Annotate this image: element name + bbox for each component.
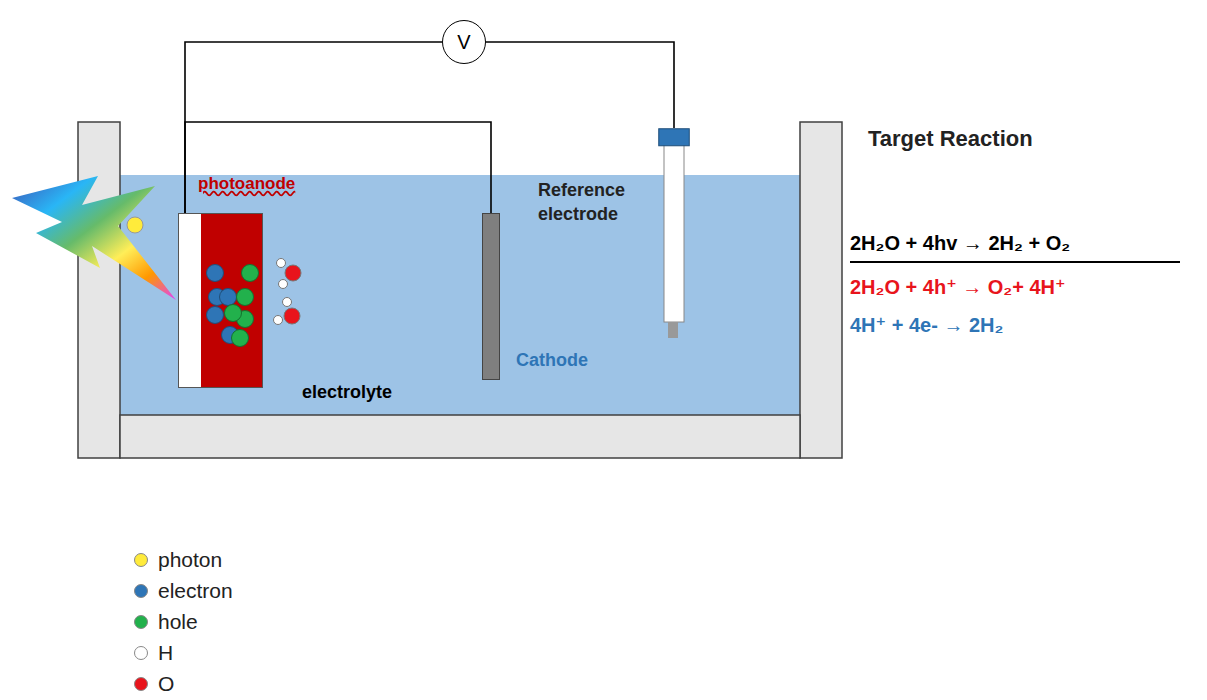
legend-text: O	[158, 671, 174, 697]
light-bolt	[12, 176, 176, 300]
electrode-tube	[658, 128, 690, 338]
legend-text: photon	[158, 547, 222, 573]
cathode-bar: Cathode	[482, 213, 500, 380]
wire	[185, 122, 491, 213]
reaction-title: Target Reaction	[868, 126, 1033, 152]
legend-text: H	[158, 640, 173, 666]
legend-text: hole	[158, 609, 198, 635]
wire	[486, 42, 674, 128]
tank	[78, 122, 842, 458]
electrolyte-label: electrolyte	[302, 382, 392, 403]
reference-electrode: Reference electrode	[658, 128, 690, 338]
node-label: Reference electrode	[538, 178, 656, 226]
cathode-reaction: 4H⁺ + 4e- → 2H₂	[850, 313, 1003, 337]
node-label: V	[443, 21, 485, 63]
charge-carriers	[178, 213, 263, 388]
node-label: photoanode	[198, 174, 295, 194]
legend-swatch	[134, 584, 148, 598]
photoanode: photoanode	[178, 213, 263, 388]
water-molecules	[274, 259, 302, 325]
legend-swatch	[134, 615, 148, 629]
voltmeter-circle: V	[442, 20, 486, 64]
reaction-rule	[850, 261, 1180, 263]
photon-dot	[127, 217, 143, 233]
legend-text: electron	[158, 578, 233, 604]
electrolyte-water	[120, 175, 800, 415]
legend-swatch	[134, 646, 148, 660]
wire	[185, 42, 442, 213]
anode-reaction: 2H₂O + 4h⁺ → O₂+ 4H⁺	[850, 275, 1066, 299]
node-label: Cathode	[516, 350, 588, 371]
legend-swatch	[134, 677, 148, 691]
overall-reaction: 2H₂O + 4hv → 2H₂ + O₂	[850, 232, 1070, 255]
legend-swatch	[134, 553, 148, 567]
